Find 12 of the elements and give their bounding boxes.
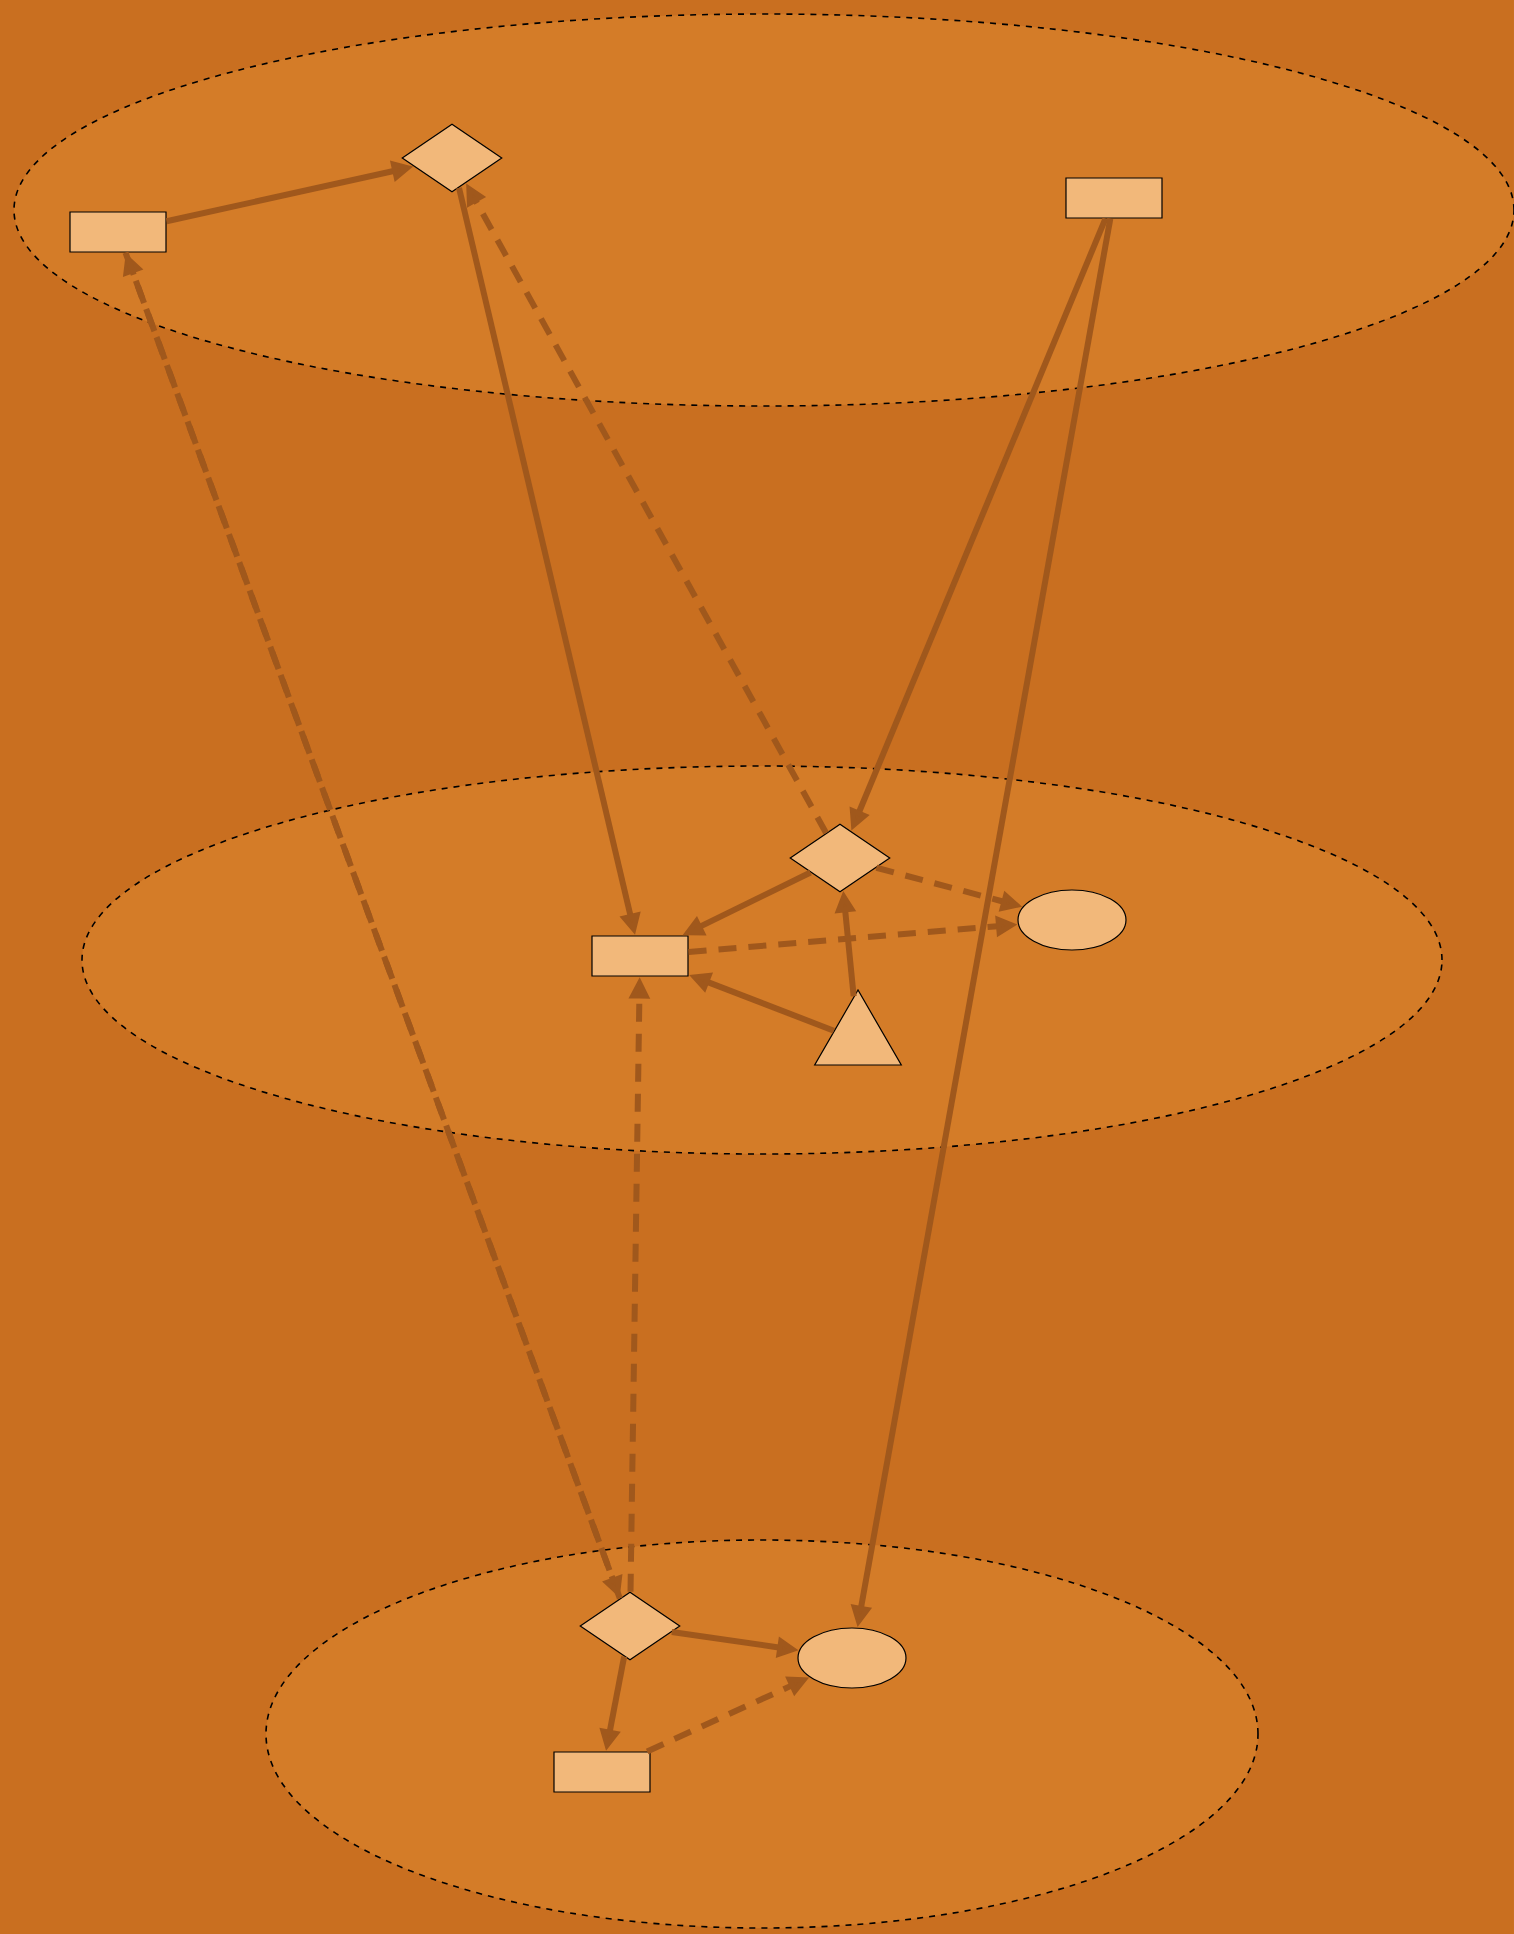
rectangle-node [591, 935, 689, 977]
diamond-node [401, 123, 503, 193]
ellipse-node [1017, 889, 1127, 951]
diamond-node [579, 1591, 681, 1661]
layer-ellipse [265, 1539, 1259, 1929]
diamond-node [789, 823, 891, 893]
layer-ellipse [13, 13, 1514, 407]
rectangle-node [1065, 177, 1163, 219]
ellipse-node [797, 1627, 907, 1689]
rectangle-node [553, 1751, 651, 1793]
layer-ellipse [81, 765, 1443, 1155]
rectangle-node [69, 211, 167, 253]
